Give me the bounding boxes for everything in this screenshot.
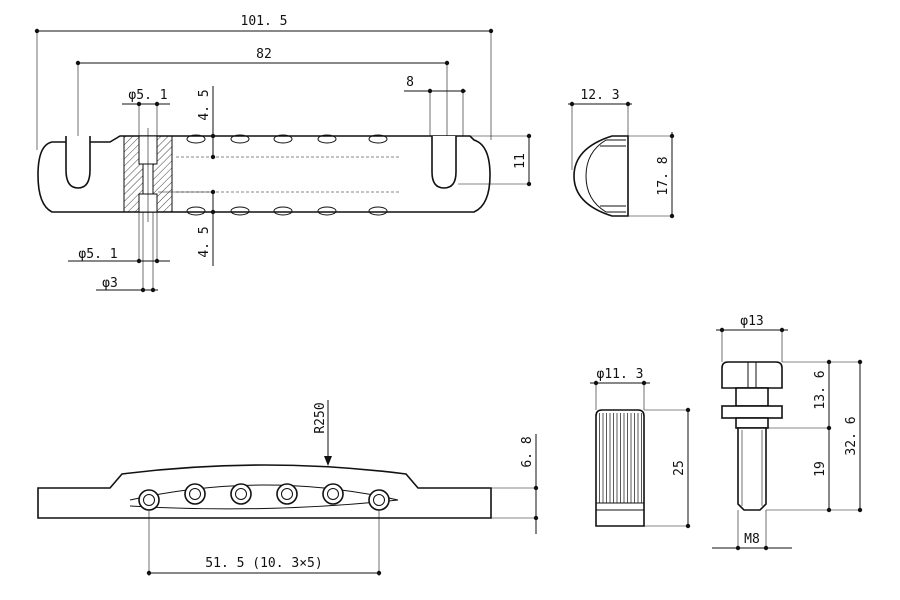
string-holes-top [186, 134, 388, 144]
dim-radius: R250 [313, 402, 328, 433]
dim-bottom-offset: 4. 5 [197, 226, 212, 257]
dim-through-hole: φ3 [102, 276, 118, 291]
dim-head-diameter: φ13 [740, 314, 763, 329]
dim-bore-diameter-bottom: φ5. 1 [78, 247, 117, 262]
string-hole-slot [129, 484, 399, 510]
dim-total-length: 32. 6 [844, 416, 859, 455]
stud: φ13 13. 6 19 32. 6 M8 [712, 314, 863, 551]
dim-bore-diameter-top: φ5. 1 [128, 88, 167, 103]
top-view: 101. 5 82 8 φ5. 1 4. 5 11 [34, 14, 532, 293]
right-post-slot [431, 136, 457, 189]
side-view: 12. 3 17. 8 [568, 88, 675, 219]
stud-head [721, 361, 783, 389]
side-profile-inner [585, 139, 626, 213]
dim-overall-length: 101. 5 [241, 14, 288, 29]
dim-height: 11 [513, 153, 528, 169]
tailpiece-top-body [37, 135, 491, 213]
string-holes-front [138, 483, 390, 511]
dim-string-spacing: 51. 5 (10. 3×5) [205, 556, 322, 571]
string-holes-bottom [186, 206, 388, 216]
stud-flange [721, 405, 783, 419]
dim-post-spacing: 82 [256, 47, 272, 62]
side-profile-outer [573, 135, 629, 217]
left-post-slot [65, 136, 91, 189]
stud-neck [735, 387, 769, 407]
dim-front-height: 6. 8 [520, 436, 535, 467]
front-view: R250 6. 8 51. 5 (10. 3×5) [37, 400, 539, 576]
dim-top-offset: 4. 5 [197, 89, 212, 120]
dim-thread-size: M8 [744, 532, 760, 547]
dim-thumbwheel-height: 25 [672, 460, 687, 476]
stud-thread [737, 427, 767, 511]
dim-side-height: 17. 8 [656, 156, 671, 195]
dim-thread-length: 19 [813, 461, 828, 477]
dim-slot-width: 8 [406, 75, 414, 90]
thumbwheel: φ11. 3 25 [590, 367, 691, 529]
dim-head-height: 13. 6 [813, 370, 828, 409]
stud-collar [735, 417, 769, 429]
dim-side-width: 12. 3 [580, 88, 619, 103]
tailpiece-front-body [37, 464, 492, 519]
dim-thumbwheel-diameter: φ11. 3 [597, 367, 644, 382]
